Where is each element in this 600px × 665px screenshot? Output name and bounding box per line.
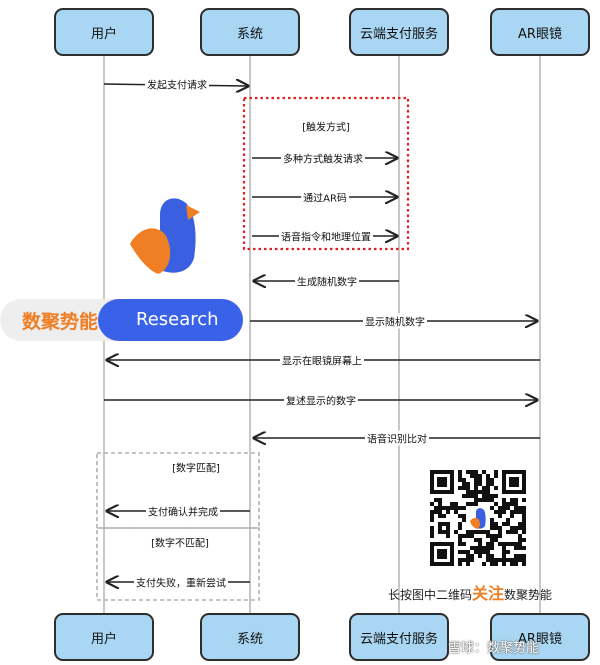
actor-system-bottom: 系统 (200, 613, 300, 661)
actor-cloud-top: 云端支付服务 (349, 8, 449, 56)
message-label: 语音指令和地理位置 (279, 228, 373, 244)
message-label: 支付失败，重新尝试 (134, 574, 228, 590)
actor-cloud-bottom: 云端支付服务 (349, 613, 449, 661)
brand-name-cn: 数聚势能 (22, 311, 99, 333)
message-label: 显示随机数字 (363, 313, 427, 329)
message-label: 通过AR码 (301, 189, 349, 205)
actor-ar-bottom: AR眼镜 (490, 613, 590, 661)
message-label: 支付确认并完成 (146, 503, 220, 519)
actor-user-bottom: 用户 (54, 613, 154, 661)
mismatch-frame-label: [数字不匹配] (151, 538, 209, 550)
qr-caption-highlight: 关注 (472, 584, 505, 603)
brand-name-en: Research (136, 309, 219, 330)
message-label: 语音识别比对 (365, 430, 429, 446)
qr-code (428, 468, 528, 568)
message-label: 复述显示的数字 (284, 392, 358, 408)
actor-system-top: 系统 (200, 8, 300, 56)
actor-user-top: 用户 (54, 8, 154, 56)
message-label: 生成随机数字 (295, 273, 359, 289)
match-frame-label: [数字匹配] (172, 463, 220, 475)
message-label: 多种方式触发请求 (281, 150, 365, 166)
message-label: 显示在眼镜屏幕上 (280, 352, 364, 368)
brand-pill-right (98, 299, 243, 341)
bird-logo (130, 198, 200, 274)
mismatch-frame (96, 527, 260, 601)
message-label: 发起支付请求 (145, 76, 209, 92)
brand-banner: 数聚势能 Research (0, 299, 243, 341)
trigger-frame-label: [触发方式] (302, 122, 350, 134)
qr-caption-before: 长按图中二维码 (388, 588, 473, 602)
trigger-frame (242, 96, 410, 251)
qr-caption: 长按图中二维码关注数聚势能 (388, 580, 552, 604)
watermark: 雪球：数聚势能 (448, 641, 540, 656)
qr-caption-after: 数聚势能 (504, 588, 553, 602)
actor-ar-top: AR眼镜 (490, 8, 590, 56)
